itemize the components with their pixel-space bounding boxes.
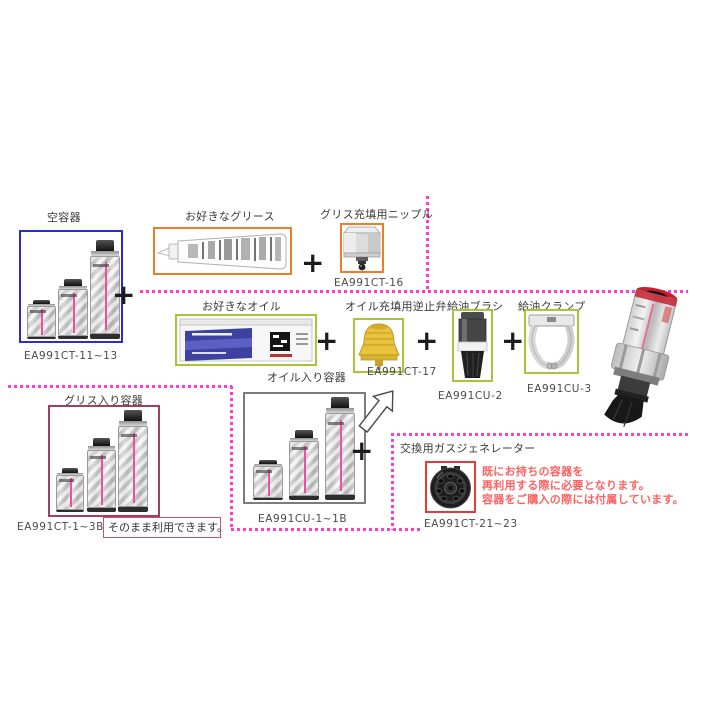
plus-sign: + bbox=[350, 434, 374, 467]
grease-tube-image bbox=[156, 233, 287, 270]
oil-container-code: EA991CU-1~1B bbox=[258, 513, 348, 525]
gas-generator-code: EA991CT-21~23 bbox=[424, 518, 518, 530]
brush-code: EA991CU-2 bbox=[438, 390, 503, 402]
canister-image bbox=[87, 438, 116, 512]
plus-sign: + bbox=[501, 324, 525, 357]
check-valve-title: オイル充填用逆止弁 bbox=[345, 300, 447, 313]
nipple-image bbox=[343, 226, 381, 271]
canister-image bbox=[90, 240, 120, 339]
dotted-line-middle-divider bbox=[230, 386, 233, 530]
dotted-line-nipple-drop bbox=[426, 196, 429, 292]
brush-image bbox=[457, 312, 488, 378]
dotted-line-generator-top bbox=[391, 433, 689, 436]
plus-sign: + bbox=[301, 246, 325, 279]
canister-image bbox=[118, 410, 148, 512]
oil-title: お好きなオイル bbox=[202, 300, 282, 313]
gas-generator-note-line3: 容器をご購入の際には付属しています。 bbox=[482, 493, 684, 506]
plus-sign: + bbox=[112, 278, 136, 311]
grease-container-code: EA991CT-1~3B bbox=[17, 521, 104, 533]
gas-generator-image bbox=[430, 466, 471, 509]
gas-generator-note-line1: 既にお持ちの容器を bbox=[482, 465, 584, 478]
empty-container-code: EA991CT-11~13 bbox=[24, 350, 118, 362]
canister-image bbox=[27, 300, 56, 339]
dotted-line-bottom bbox=[231, 528, 420, 531]
canister-image bbox=[289, 430, 319, 500]
canister-image bbox=[56, 468, 84, 512]
gas-generator-title: 交換用ガスジェネレーター bbox=[400, 442, 536, 455]
canister-image bbox=[325, 397, 355, 500]
clamp-image bbox=[528, 314, 575, 370]
plus-sign: + bbox=[315, 324, 339, 357]
use-as-is-note: そのまま利用できます。 bbox=[103, 517, 228, 538]
dotted-line-grease-row bbox=[140, 290, 688, 293]
plus-sign: + bbox=[415, 324, 439, 357]
up-right-arrow-icon bbox=[358, 390, 394, 433]
grease-title: お好きなグリース bbox=[185, 210, 275, 223]
check-valve-image bbox=[358, 323, 400, 370]
oil-can-image bbox=[179, 318, 313, 362]
oil-container-title: オイル入り容器 bbox=[267, 371, 347, 384]
canister-image bbox=[58, 279, 88, 339]
dotted-line-grease-container-top bbox=[8, 385, 232, 388]
gas-generator-note-line2: 再利用する際に必要となります。 bbox=[482, 479, 651, 492]
clamp-code: EA991CU-3 bbox=[527, 383, 592, 395]
dotted-line-generator-left bbox=[391, 433, 394, 530]
assembled-luber-image bbox=[604, 286, 678, 427]
check-valve-code: EA991CT-17 bbox=[367, 366, 437, 378]
nipple-title: グリス充填用ニップル bbox=[320, 208, 433, 221]
canister-image bbox=[253, 460, 283, 500]
empty-container-title: 空容器 bbox=[47, 211, 81, 224]
grease-container-title: グリス入り容器 bbox=[64, 394, 144, 407]
nipple-code: EA991CT-16 bbox=[334, 277, 404, 289]
